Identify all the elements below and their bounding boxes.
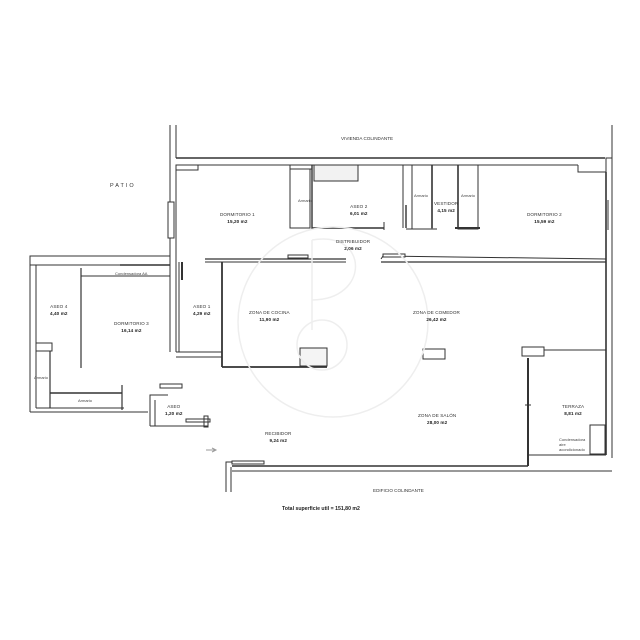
condensadora-aa-label: Condensadora AA: [115, 271, 148, 276]
armario-label: Armario: [414, 193, 429, 198]
watermark-logo: [237, 226, 429, 418]
armario-label: Armario: [78, 398, 93, 403]
total-surface-label: Total superficie util = 151,80 m2: [282, 506, 360, 512]
armario-label: Armario: [298, 198, 313, 203]
armario-label: Armario: [461, 193, 476, 198]
armario-label: Armario: [34, 375, 49, 380]
condensadora-aire-label: Condensadora aire acondicionado: [559, 437, 586, 453]
neighbor-bottom-label: EDIFICIO COLINDANTE: [373, 488, 424, 493]
neighbor-top-label: VIVIENDA COLINDANTE: [341, 136, 394, 141]
patio-label: PATIO: [110, 183, 136, 189]
